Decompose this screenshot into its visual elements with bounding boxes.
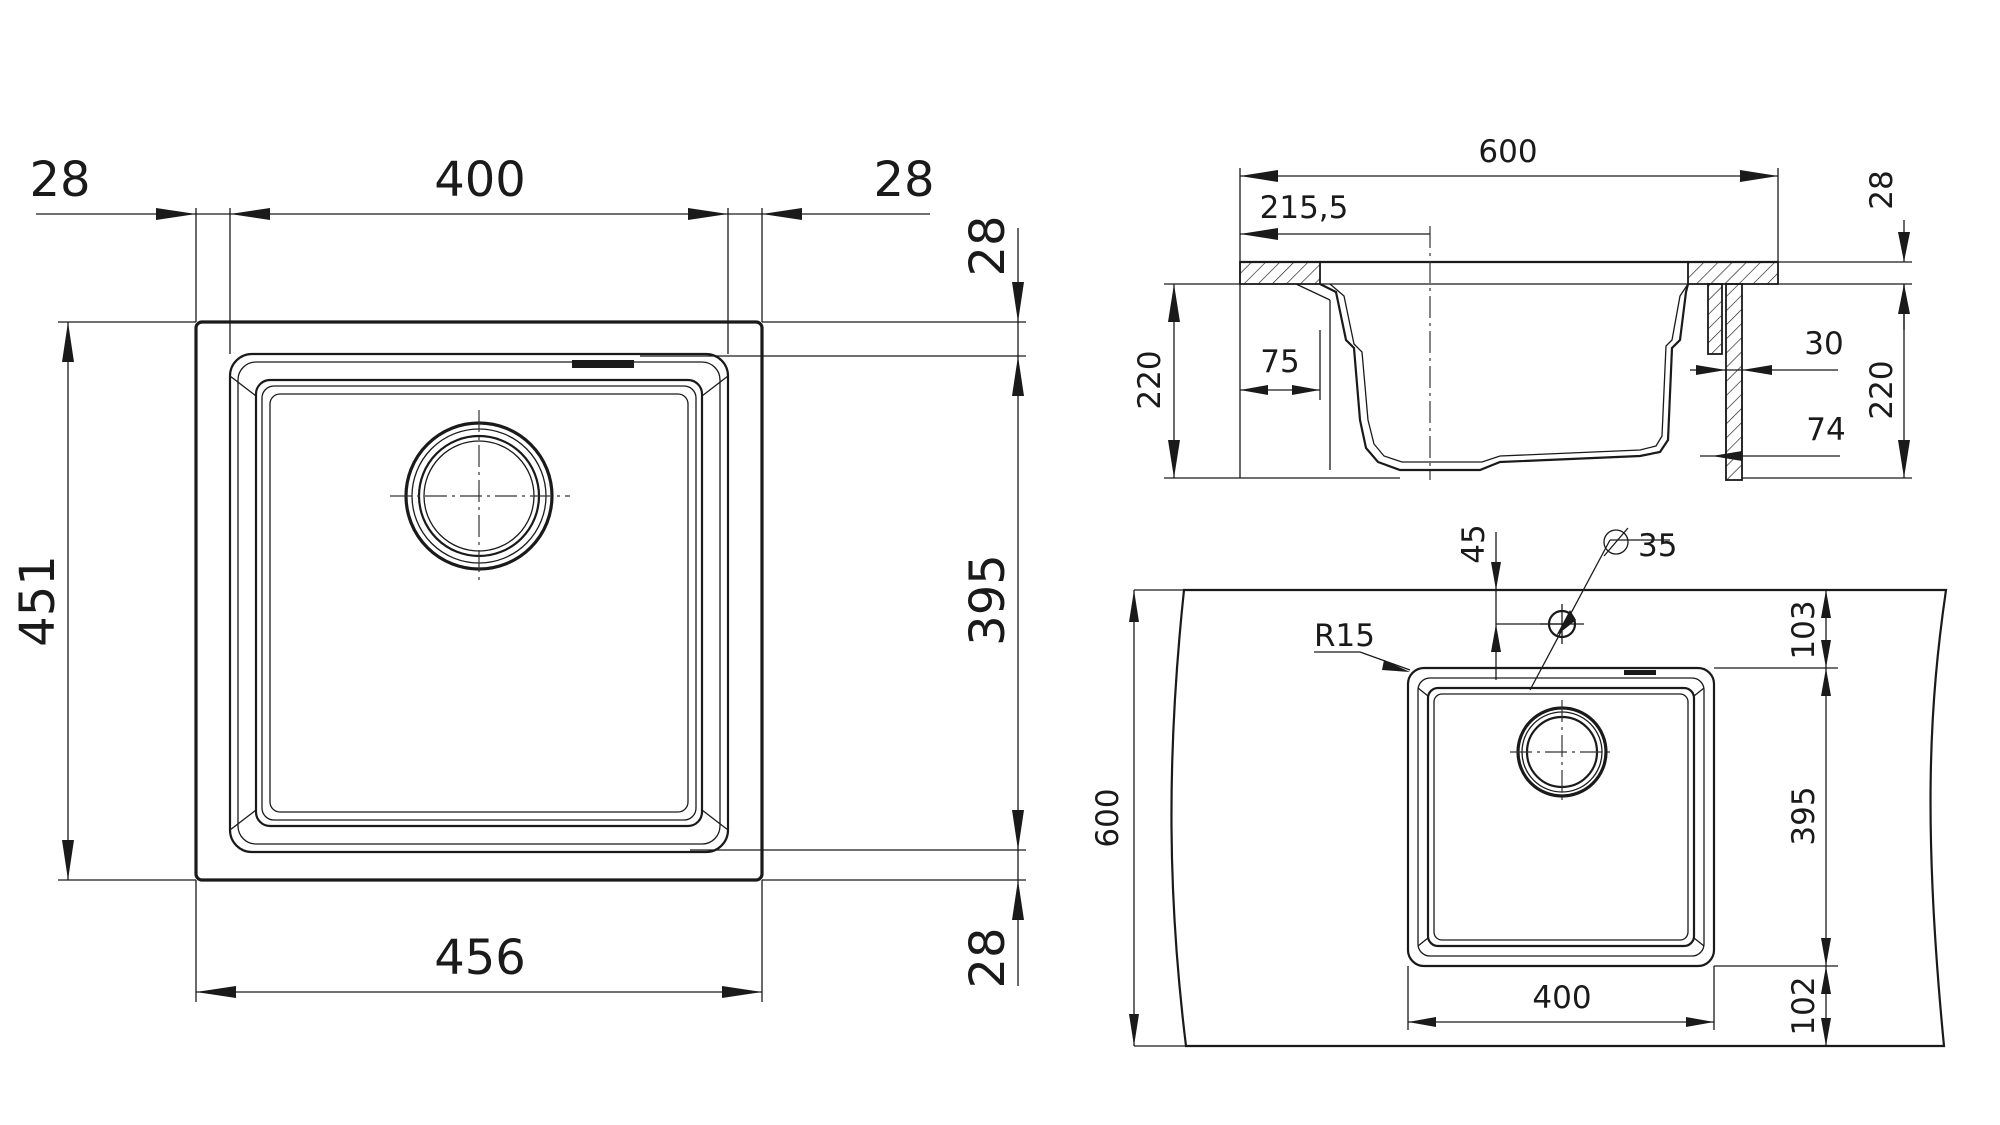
dim-28-bottom: 28 — [960, 927, 1016, 988]
cutout-view: 45 35 R15 103 395 102 — [1090, 524, 1948, 1048]
drain — [390, 410, 570, 584]
section-view: 600 215,5 28 220 75 30 74 220 — [1132, 134, 1912, 481]
section-dim-220-right: 220 — [1864, 360, 1900, 419]
sink-bowl-section — [1319, 283, 1690, 472]
cutout-dim-103: 103 — [1786, 600, 1822, 659]
cutout-dim-dia-35: 35 — [1638, 528, 1677, 564]
dim-395: 395 — [960, 554, 1016, 646]
cutout-dim-r15: R15 — [1314, 618, 1375, 654]
cutout-bowl — [1426, 686, 1696, 948]
section-dim-75: 75 — [1260, 344, 1299, 380]
diameter-icon — [1603, 527, 1629, 557]
section-dim-74: 74 — [1806, 412, 1845, 448]
section-dim-30: 30 — [1804, 326, 1843, 362]
cutout-dim-600: 600 — [1090, 788, 1126, 847]
section-dim-600: 600 — [1478, 134, 1537, 170]
sink-outer-rim — [194, 320, 764, 882]
cutout-dim-102: 102 — [1786, 976, 1822, 1035]
cutout-dim-400: 400 — [1532, 980, 1591, 1016]
dim-28-left: 28 — [29, 152, 90, 208]
section-dim-215-5: 215,5 — [1260, 190, 1349, 226]
countertop-outline — [1170, 588, 1948, 1048]
cutout-dim-395: 395 — [1786, 786, 1822, 845]
countertop-right — [1687, 261, 1779, 285]
top-view: 28 400 28 451 28 395 28 456 — [10, 152, 1026, 1002]
dim-28-top: 28 — [960, 215, 1016, 276]
countertop-left — [1239, 261, 1321, 285]
sink-rim-channel — [228, 352, 730, 854]
cutout-dim-45: 45 — [1456, 524, 1492, 563]
dim-400: 400 — [434, 152, 526, 208]
cutout-outer — [1406, 666, 1716, 968]
cutout-overflow-slot — [1624, 670, 1656, 675]
section-dim-28: 28 — [1864, 170, 1900, 209]
section-dim-220-left: 220 — [1132, 350, 1168, 409]
dim-456: 456 — [434, 930, 526, 986]
overflow-slot — [572, 360, 634, 368]
sink-bowl-edge — [254, 378, 704, 828]
dim-28-right: 28 — [873, 152, 934, 208]
cabinet-wall — [1725, 283, 1743, 481]
dim-451: 451 — [10, 555, 66, 647]
cutout-drain — [1510, 700, 1614, 804]
